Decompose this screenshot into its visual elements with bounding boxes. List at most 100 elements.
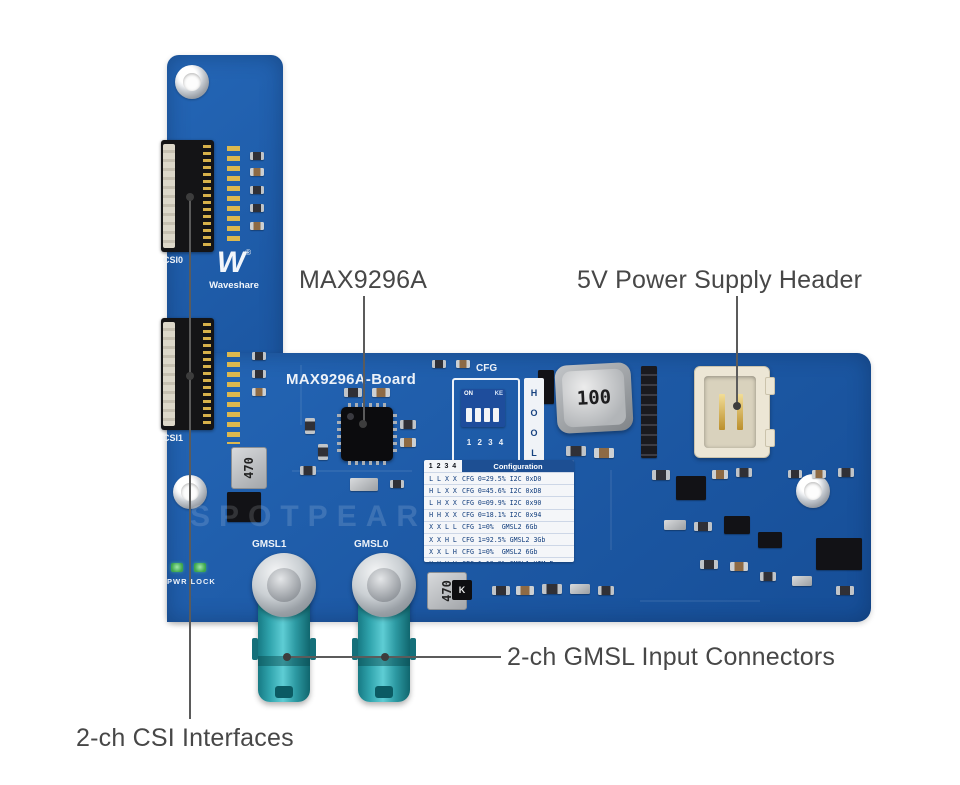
- config-header: Configuration: [462, 460, 574, 472]
- fakra-base-gmsl0: [352, 553, 416, 617]
- fakra-band: [258, 656, 310, 666]
- annotation-csi-interfaces: 2-ch CSI Interfaces: [76, 724, 294, 752]
- pin-header: [641, 366, 657, 458]
- chip-pins: [393, 414, 397, 454]
- gmsl1-silkscreen: GMSL1: [252, 539, 287, 550]
- mounting-hole: [796, 474, 830, 508]
- smd-component: [788, 470, 802, 478]
- smd-component: [566, 446, 586, 456]
- smd-component: [492, 586, 510, 595]
- smd-component: [792, 576, 812, 586]
- dip-switch: ON KE: [461, 389, 505, 427]
- smd-component: [432, 360, 446, 368]
- smd-component: [344, 388, 362, 397]
- dip-legend-char: L: [531, 448, 537, 458]
- smd-component: [250, 186, 264, 194]
- smd-component: [252, 388, 266, 396]
- inductor-face: 100: [561, 368, 627, 428]
- config-pins-header: 1 2 3 4: [428, 462, 458, 470]
- leader-dot-max9296a: [359, 420, 367, 428]
- k-marking: K: [458, 585, 466, 595]
- config-row-pins: L L X X: [429, 474, 457, 483]
- annotation-power-header: 5V Power Supply Header: [577, 266, 863, 294]
- ic-component: [676, 476, 706, 500]
- leader-line-gmsl: [287, 656, 501, 658]
- config-row-desc: CFG 1=19.9% GMSL1 HIM En: [462, 558, 574, 562]
- watermark-text: SPOTPEAR: [190, 500, 428, 533]
- leader-dot-gmsl0: [381, 653, 389, 661]
- connector-slot: [704, 376, 756, 448]
- smd-component: [664, 520, 686, 530]
- connector-pin: [719, 394, 725, 430]
- smd-component: [250, 152, 264, 160]
- fakra-base-gmsl1: [252, 553, 316, 617]
- pcb-trace: [610, 470, 612, 550]
- smd-component: [652, 470, 670, 480]
- smd-component: [400, 420, 416, 429]
- pcb-trace: [640, 600, 760, 602]
- smd-component: [372, 388, 390, 397]
- fakra-tab: [252, 638, 258, 660]
- cfg-silkscreen: CFG: [476, 363, 498, 374]
- ffc-latch: [163, 322, 175, 426]
- ffc-pins: [203, 323, 211, 425]
- config-row-pins: X X H H: [424, 558, 462, 562]
- fakra-keying-notch: [275, 686, 293, 698]
- connector-pin: [737, 394, 743, 430]
- pcb-trace: [300, 365, 302, 425]
- smd-component: [712, 470, 728, 479]
- config-row-desc: CFG 0=29.5% I2C 0xD0: [462, 474, 542, 483]
- power-inductor: 100: [554, 362, 634, 434]
- brand-name: Waveshare: [209, 280, 259, 291]
- smd-component: [300, 466, 316, 475]
- dip-toggles: [466, 408, 499, 422]
- csi1-silkscreen: CSI1: [163, 433, 184, 443]
- config-row-pins: H L X X: [429, 486, 457, 495]
- smd-component: [760, 572, 776, 581]
- pwr-lock-silkscreen: PWR LOCK: [167, 577, 216, 586]
- config-row-pins: X X L L: [429, 523, 457, 532]
- smd-component: [736, 468, 752, 477]
- config-row-pins: X X L H: [429, 547, 457, 556]
- config-table-row: X X L H CFG 1=0% GMSL2 6Gb: [424, 545, 574, 557]
- inductor-marking: 100: [576, 386, 612, 410]
- fakra-band: [358, 656, 410, 666]
- gmsl0-silkscreen: GMSL0: [354, 539, 389, 550]
- pcb-trace: [292, 470, 412, 472]
- smd-component: [838, 468, 854, 477]
- smd-component: [250, 168, 264, 176]
- dip-on-label: ON: [464, 391, 473, 397]
- ffc-pins: [203, 145, 211, 247]
- chip-pins: [348, 461, 386, 465]
- connector-wing: [765, 377, 775, 395]
- leader-line-power-header: [736, 296, 738, 406]
- k-component: K: [452, 580, 472, 600]
- smd-component: [694, 522, 712, 531]
- smd-component: [516, 586, 534, 595]
- smd-component: [305, 418, 315, 434]
- leader-dot-power-header: [733, 402, 741, 410]
- crystal-component: [350, 478, 378, 491]
- config-row-pins: H H X X: [429, 511, 457, 520]
- fakra-connector-gmsl0: [352, 598, 416, 702]
- cap-marking: 470: [242, 457, 256, 479]
- leader-line-csi: [189, 197, 191, 719]
- lock-led: [194, 563, 206, 572]
- smd-component: [250, 222, 264, 230]
- config-table-row: L L X X CFG 0=29.5% I2C 0xD0: [424, 472, 574, 484]
- annotation-max9296a: MAX9296A: [299, 266, 428, 294]
- mounting-hole: [175, 65, 209, 99]
- smd-component: [542, 584, 562, 594]
- chip-pin1-dot: [347, 413, 354, 420]
- leader-line-max9296a: [363, 296, 365, 424]
- config-row-desc: CFG 1=0% GMSL2 6Gb: [462, 547, 538, 556]
- smd-component: [400, 438, 416, 447]
- fakra-tab: [310, 638, 316, 660]
- leader-dot-csi1: [186, 372, 194, 380]
- chip-pins: [348, 403, 386, 407]
- leader-dot-gmsl1: [283, 653, 291, 661]
- smd-component: [456, 360, 470, 368]
- smd-component: [250, 204, 264, 212]
